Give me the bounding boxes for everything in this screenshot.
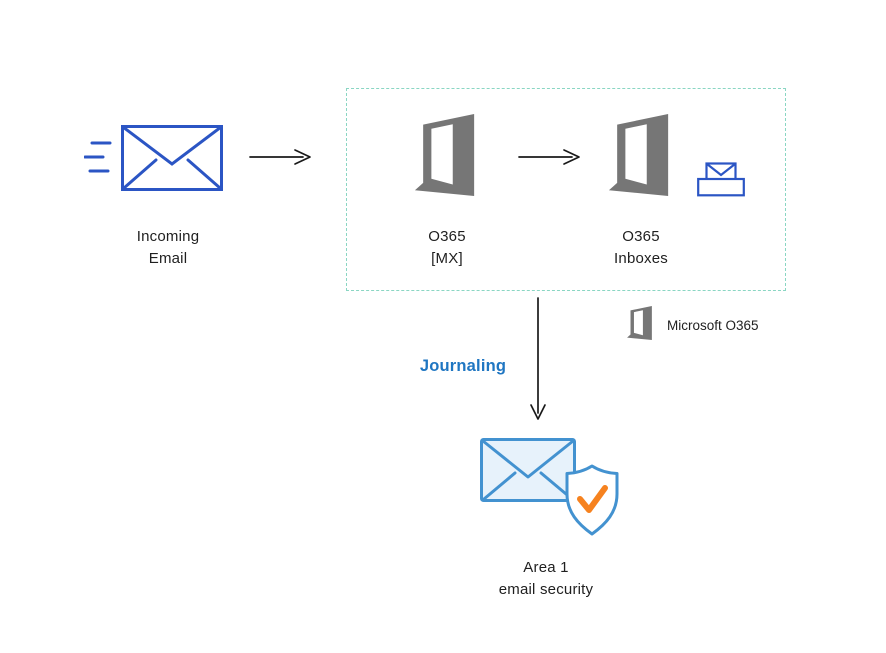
area1-label-line1: Area 1 xyxy=(523,559,569,576)
arrow-right-mx-to-inboxes xyxy=(518,149,580,165)
speed-lines-icon xyxy=(84,141,112,173)
o365-boundary-box xyxy=(346,88,786,291)
journaling-label: Journaling xyxy=(419,357,507,375)
o365-mx-label-line1: O365 xyxy=(428,228,466,245)
shield-check-icon xyxy=(565,464,619,536)
arrow-right-incoming-to-mx xyxy=(249,149,311,165)
o365-inboxes-label: O365 Inboxes xyxy=(574,226,708,270)
incoming-email-label-line1: Incoming xyxy=(136,228,200,245)
o365-inboxes-label-line2: Inboxes xyxy=(614,250,668,267)
office-logo-mx-icon xyxy=(414,114,475,196)
area1-email-security-icon xyxy=(480,438,619,536)
office-logo-inboxes-icon xyxy=(608,114,669,196)
secure-envelope-icon xyxy=(480,438,576,502)
legend-label: Microsoft O365 xyxy=(667,318,759,333)
legend-office-icon xyxy=(627,306,652,340)
o365-mx-label: O365 [MX] xyxy=(380,226,514,270)
o365-mx-label-line2: [MX] xyxy=(431,250,463,267)
area1-label-line2: email security xyxy=(498,581,594,598)
area1-label: Area 1 email security xyxy=(473,557,619,601)
arrow-down-journaling xyxy=(530,297,546,420)
incoming-email-label: Incoming Email xyxy=(98,226,238,270)
envelope-icon xyxy=(121,125,223,191)
incoming-email-label-line2: Email xyxy=(148,250,188,267)
incoming-email-icon xyxy=(84,125,223,191)
o365-inboxes-label-line1: O365 xyxy=(622,228,660,245)
inbox-envelope-icon xyxy=(697,162,745,197)
